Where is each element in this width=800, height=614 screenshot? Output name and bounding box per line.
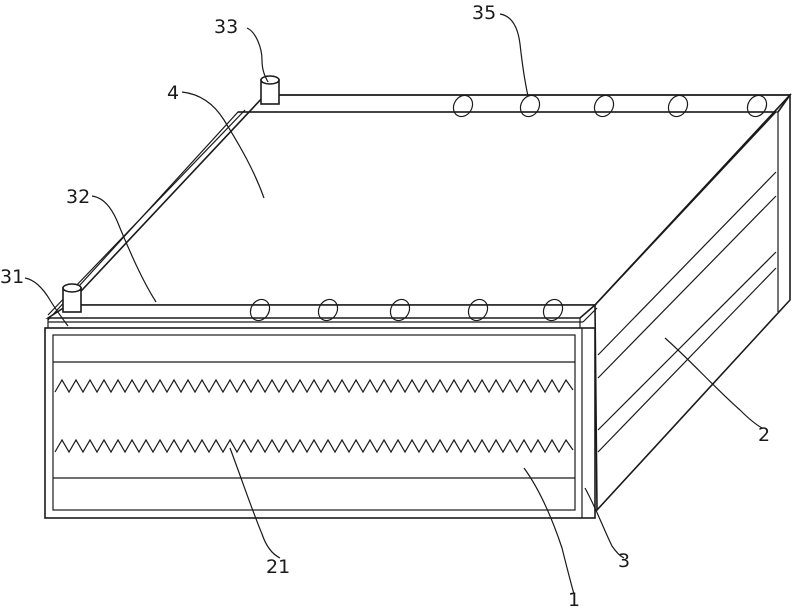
label-4: 4 (167, 82, 179, 104)
label-2: 2 (758, 424, 770, 446)
pipe-connector-front (63, 284, 81, 312)
pipe-connector-back (261, 76, 279, 104)
label-31: 31 (0, 266, 24, 288)
front-frame (45, 328, 595, 518)
label-1: 1 (568, 589, 580, 609)
label-21: 21 (266, 556, 290, 578)
label-33: 33 (214, 16, 238, 38)
label-35: 35 (472, 2, 496, 24)
front-rim-strips (48, 305, 597, 328)
label-32: 32 (66, 186, 90, 208)
label-3: 3 (618, 550, 630, 572)
